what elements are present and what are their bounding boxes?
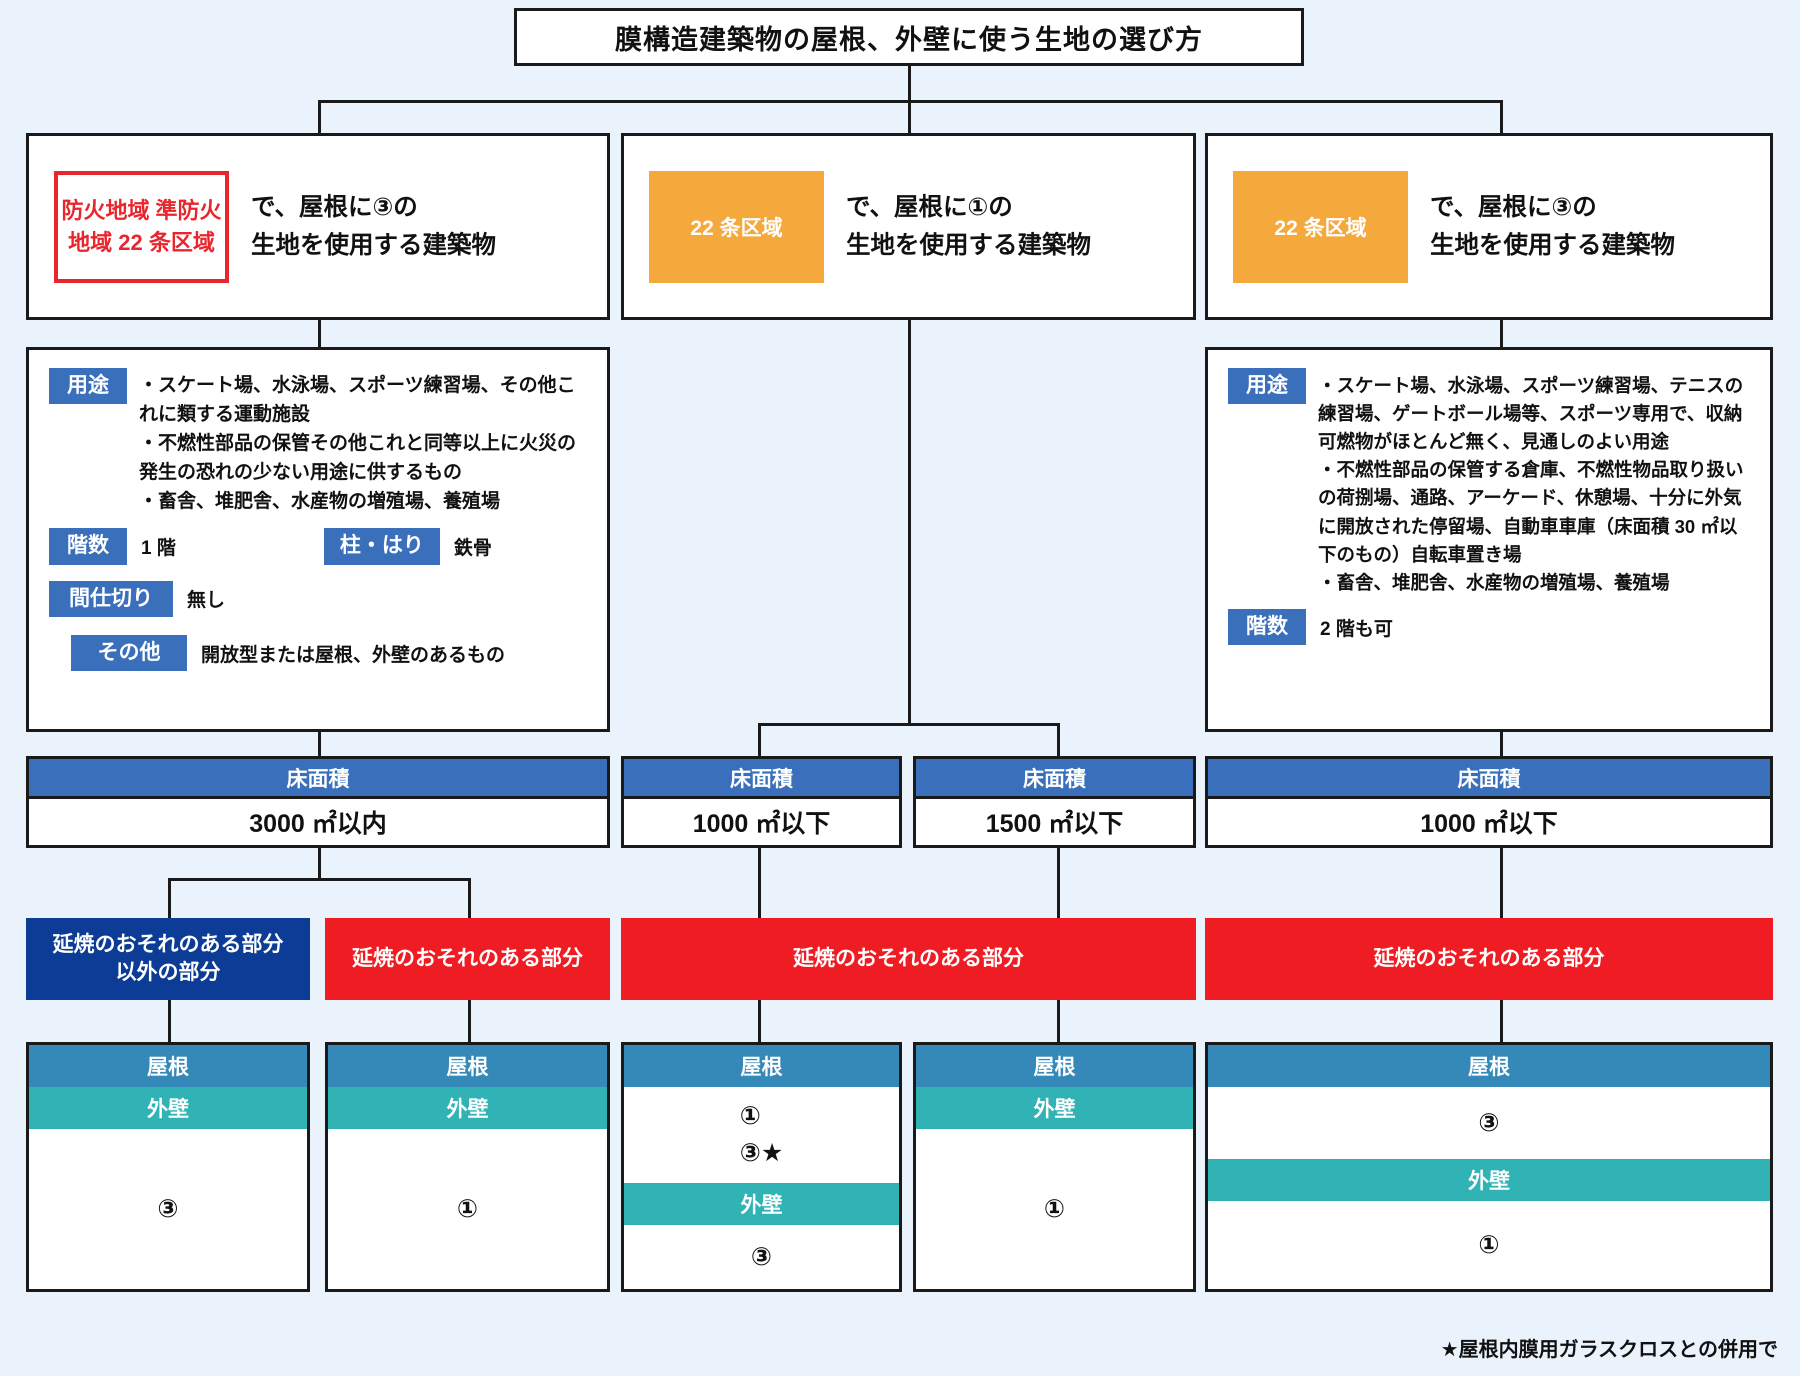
area-box-col1: 床面積 3000 ㎡以内	[26, 756, 610, 848]
connector-detail3-to-area	[1500, 732, 1503, 758]
use-chip-col3: 用途	[1228, 368, 1306, 405]
detail-row-other-col1: その他 開放型または屋根、外壁のあるもの	[71, 634, 587, 672]
area-label-col1: 床面積	[29, 759, 607, 799]
use-text-col3: ・スケート場、水泳場、スポーツ練習場、テニスの練習場、ゲートボール場等、スポーツ…	[1318, 375, 1744, 593]
banner-non-spread: 延焼のおそれのある部分 以外の部分	[26, 918, 310, 1000]
result-stack-3: 屋根 ① ③★ 外壁 ③	[621, 1042, 902, 1292]
area-label-col2-a: 床面積	[624, 759, 899, 799]
area-label-col3: 床面積	[1208, 759, 1770, 799]
floors-chip-col3: 階数	[1228, 608, 1306, 646]
partition-chip-col1: 間仕切り	[49, 580, 173, 617]
detail-row-floors-col1: 階数 1 階 柱・はり 鉄骨	[49, 528, 587, 565]
area-value-col2-a: 1000 ㎡以下	[692, 810, 831, 838]
columns-chip-col1: 柱・はり	[323, 528, 440, 565]
detail-box-col3: 用途 ・スケート場、水泳場、スポーツ練習場、テニスの練習場、ゲートボール場等、ス…	[1205, 347, 1773, 732]
connector-detail1-to-area	[318, 732, 321, 758]
result-value-4: ①	[916, 1129, 1193, 1289]
condition-text-col1: で、屋根に③の 生地を使用する建築物	[251, 193, 496, 259]
wall-label-4: 外壁	[916, 1087, 1193, 1129]
result-value-1: ③	[29, 1129, 307, 1289]
detail-row-partition-col1: 間仕切り 無し	[49, 580, 587, 617]
wall-label-3: 外壁	[624, 1183, 899, 1225]
connector-area2a-down	[758, 848, 761, 918]
connector-banner5-down	[1500, 1000, 1503, 1042]
connector-area1-split	[168, 878, 471, 881]
other-chip-col1: その他	[71, 634, 187, 672]
floors-value-col1: 1 階	[141, 538, 176, 559]
use-chip-col1: 用途	[49, 368, 127, 405]
other-value-col1: 開放型または屋根、外壁のあるもの	[201, 644, 506, 666]
result-stack-5: 屋根 ③ 外壁 ①	[1205, 1042, 1773, 1292]
connector-col2-branch-left	[758, 723, 761, 758]
area-box-col2-b: 床面積 1500 ㎡以下	[913, 756, 1196, 848]
area-value-col1: 3000 ㎡以内	[249, 810, 387, 838]
result-stack-2: 屋根 外壁 ①	[325, 1042, 610, 1292]
wall-label-2: 外壁	[328, 1087, 607, 1129]
wall-label-1: 外壁	[29, 1087, 307, 1129]
roof-label-1: 屋根	[29, 1045, 307, 1087]
roof-value-3: ① ③★	[624, 1087, 899, 1183]
result-stack-1: 屋根 外壁 ③	[26, 1042, 310, 1292]
zone-tag-col1: 防火地域 準防火地域 22 条区域	[54, 170, 229, 283]
condition-text-col3: で、屋根に③の 生地を使用する建築物	[1430, 193, 1675, 259]
connector-area1-split-right	[468, 878, 471, 918]
roof-label-4: 屋根	[916, 1045, 1193, 1087]
roof-value-5: ③	[1208, 1087, 1770, 1159]
condition-box-col3: 22 条区域 で、屋根に③の 生地を使用する建築物	[1205, 133, 1773, 320]
zone-tag-col2: 22 条区域	[649, 170, 824, 283]
use-text-col1: ・スケート場、水泳場、スポーツ練習場、その他これに類する運動施設 ・不燃性部品の…	[139, 375, 577, 512]
connector-area1-down	[318, 848, 321, 878]
connector-banner3-down	[758, 1000, 761, 1042]
detail-box-col1: 用途 ・スケート場、水泳場、スポーツ練習場、その他これに類する運動施設 ・不燃性…	[26, 347, 610, 732]
condition-text-col2: で、屋根に①の 生地を使用する建築物	[846, 193, 1091, 259]
wall-value-5: ①	[1208, 1201, 1770, 1289]
connector-title-down	[908, 66, 911, 100]
connector-drop-col3	[1500, 100, 1503, 135]
wall-label-5: 外壁	[1208, 1159, 1770, 1201]
connector-col1-to-detail	[318, 320, 321, 348]
area-label-col2-b: 床面積	[916, 759, 1193, 799]
connector-col2-branch	[758, 723, 1060, 726]
area-box-col2-a: 床面積 1000 ㎡以下	[621, 756, 902, 848]
condition-box-col2: 22 条区域 で、屋根に①の 生地を使用する建築物	[621, 133, 1196, 320]
footnote: ★屋根内膜用ガラスクロスとの併用で	[1440, 1339, 1778, 1361]
floors-value-col3: 2 階も可	[1320, 618, 1393, 640]
result-stack-4: 屋根 外壁 ①	[913, 1042, 1196, 1292]
page-title: 膜構造建築物の屋根、外壁に使う生地の選び方	[514, 8, 1304, 66]
connector-col2-branch-right	[1057, 723, 1060, 758]
roof-label-2: 屋根	[328, 1045, 607, 1087]
connector-drop-col1	[318, 100, 321, 135]
condition-box-col1: 防火地域 準防火地域 22 条区域 で、屋根に③の 生地を使用する建築物	[26, 133, 610, 320]
wall-value-3: ③	[624, 1225, 899, 1289]
result-value-2: ①	[328, 1129, 607, 1289]
connector-banner2-down	[468, 1000, 471, 1042]
zone-tag-col3: 22 条区域	[1233, 170, 1408, 283]
connector-banner4-down	[1057, 1000, 1060, 1042]
area-value-col3: 1000 ㎡以下	[1420, 810, 1558, 838]
connector-col3-to-detail	[1500, 320, 1503, 348]
banner-spread-1: 延焼のおそれのある部分	[325, 918, 610, 1000]
connector-drop-col2	[908, 100, 911, 135]
connector-banner1-down	[168, 1000, 171, 1042]
area-value-col2-b: 1500 ㎡以下	[985, 810, 1124, 838]
roof-label-3: 屋根	[624, 1045, 899, 1087]
detail-row-use-col1: 用途 ・スケート場、水泳場、スポーツ練習場、その他これに類する運動施設 ・不燃性…	[49, 368, 587, 516]
area-box-col3: 床面積 1000 ㎡以下	[1205, 756, 1773, 848]
connector-area1-split-left	[168, 878, 171, 918]
floors-chip-col1: 階数	[49, 528, 127, 565]
banner-spread-3: 延焼のおそれのある部分	[1205, 918, 1773, 1000]
detail-row-floors-col3: 階数 2 階も可	[1228, 608, 1750, 646]
connector-col2-long	[908, 320, 911, 725]
partition-value-col1: 無し	[187, 590, 226, 612]
connector-area2b-down	[1057, 848, 1060, 918]
roof-label-5: 屋根	[1208, 1045, 1770, 1087]
detail-row-use-col3: 用途 ・スケート場、水泳場、スポーツ練習場、テニスの練習場、ゲートボール場等、ス…	[1228, 368, 1750, 597]
connector-area3-down	[1500, 848, 1503, 918]
banner-spread-2: 延焼のおそれのある部分	[621, 918, 1196, 1000]
columns-value-col1: 鉄骨	[453, 538, 492, 559]
